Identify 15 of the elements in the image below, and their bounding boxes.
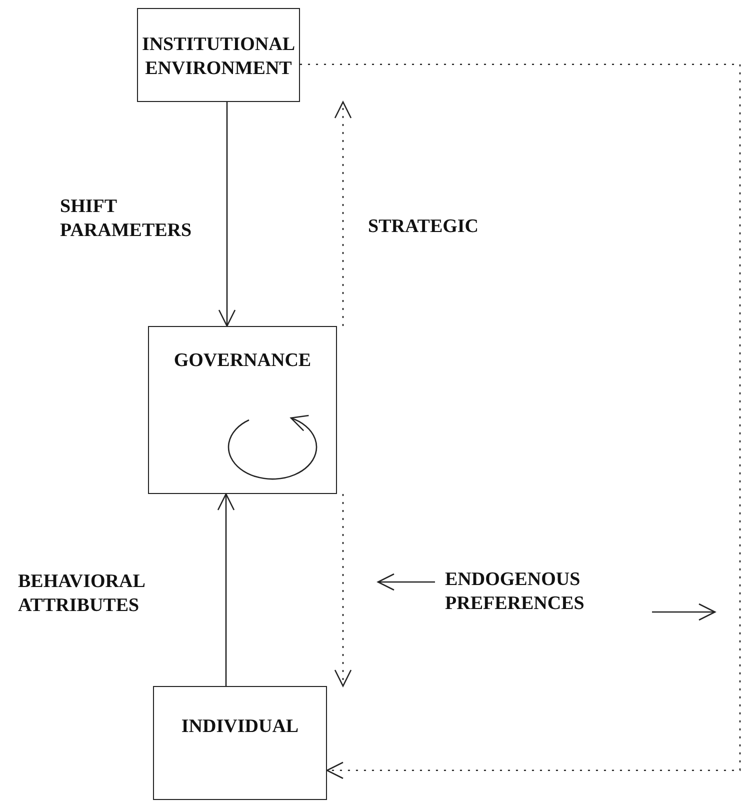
dotted-arrow — [300, 64, 741, 779]
edge-label: BEHAVIORAL ATTRIBUTES — [18, 570, 146, 618]
box-title: GOVERNANCE — [172, 349, 312, 373]
dotted-arrow — [334, 494, 352, 687]
box — [153, 686, 327, 800]
box-title: INSTITUTIONAL ENVIRONMENT — [140, 33, 296, 80]
box — [148, 326, 337, 494]
edge-label: SHIFT PARAMETERS — [60, 195, 193, 242]
box-title: INDIVIDUAL — [180, 715, 300, 739]
dotted-arrow — [334, 101, 352, 326]
edge-label: STRATEGIC — [368, 215, 480, 239]
arrow — [218, 102, 236, 327]
annotation: ENDOGENOUS PREFERENCES — [445, 568, 586, 616]
box — [137, 8, 300, 102]
arrow — [217, 493, 235, 686]
